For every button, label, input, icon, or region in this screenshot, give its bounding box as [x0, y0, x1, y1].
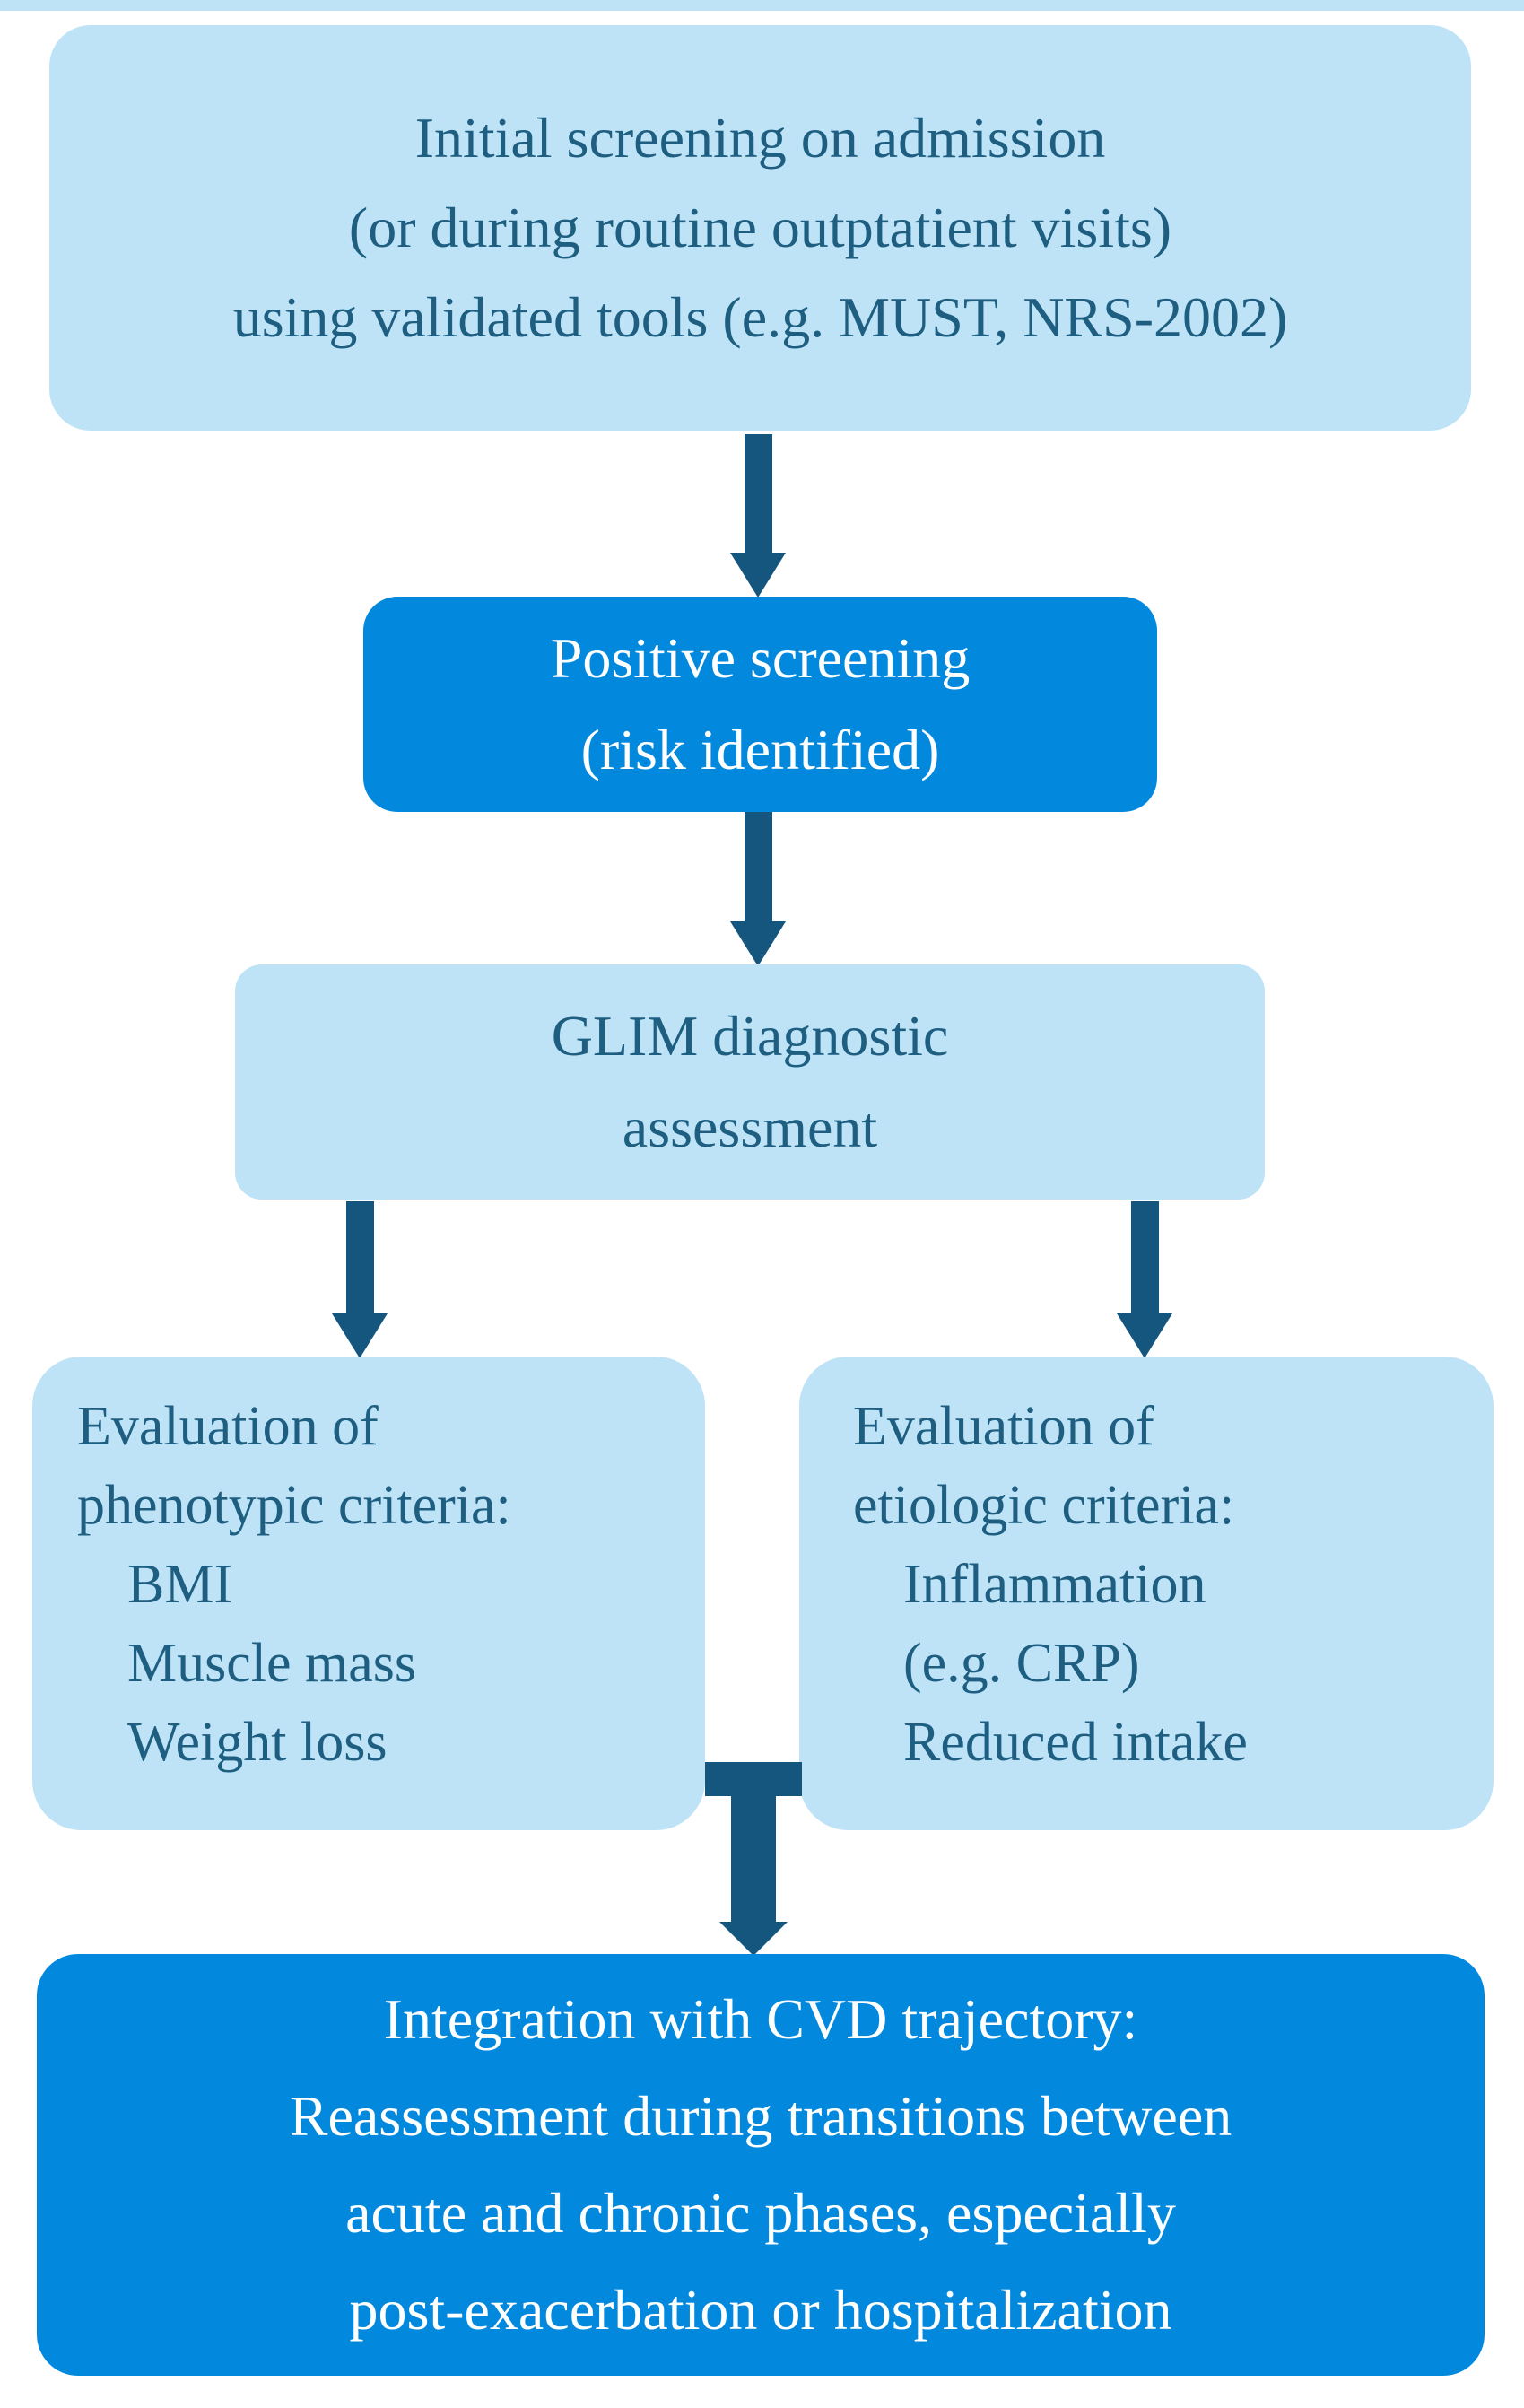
- top-border-strip: [0, 0, 1524, 11]
- node-text-line: using validated tools (e.g. MUST, NRS-20…: [232, 285, 1288, 349]
- node-text-line: post-exacerbation or hospitalization: [349, 2278, 1172, 2342]
- arrow-down-icon: [332, 1201, 388, 1358]
- node-text-line: etiologic criteria:: [853, 1475, 1235, 1536]
- node-text-line: assessment: [622, 1095, 878, 1159]
- node-text-line: Positive screening: [550, 626, 971, 690]
- merge-arrow-shaft: [731, 1762, 776, 1922]
- node-cvd-integration: Integration with CVD trajectory: Reasses…: [37, 1954, 1485, 2376]
- node-text-line: Reduced intake: [903, 1712, 1248, 1773]
- arrow-down-icon: [1117, 1201, 1172, 1358]
- arrow-shaft: [1130, 1201, 1159, 1313]
- arrow-shaft: [345, 1201, 374, 1313]
- arrow-down-icon: [730, 812, 786, 966]
- arrow-head: [730, 553, 786, 598]
- arrow-shaft: [744, 812, 772, 921]
- node-positive-screening: Positive screening (risk identified): [363, 597, 1157, 812]
- arrow-head: [332, 1313, 388, 1358]
- node-text-line: Initial screening on admission: [414, 106, 1106, 170]
- node-text-line: Weight loss: [127, 1712, 388, 1773]
- arrow-head: [719, 1922, 788, 1956]
- node-text-line: Integration with CVD trajectory:: [383, 1987, 1138, 2051]
- node-text-line: GLIM diagnostic: [551, 1004, 949, 1068]
- node-text-line: Evaluation of: [853, 1396, 1154, 1457]
- node-text-line: Reassessment during transitions between: [289, 2084, 1232, 2148]
- arrow-head: [730, 921, 786, 966]
- arrow-down-icon: [730, 434, 786, 598]
- node-text-line: (e.g. CRP): [903, 1633, 1140, 1694]
- node-text-line: Inflammation: [903, 1554, 1206, 1615]
- node-text-line: phenotypic criteria:: [77, 1475, 511, 1536]
- node-text-line: acute and chronic phases, especially: [345, 2181, 1176, 2245]
- node-initial-screening: Initial screening on admission (or durin…: [49, 25, 1471, 431]
- node-text-line: (risk identified): [580, 718, 940, 781]
- node-text-line: BMI: [127, 1554, 233, 1615]
- arrow-head: [1117, 1313, 1172, 1358]
- node-text-line: Muscle mass: [127, 1633, 417, 1694]
- arrow-shaft: [744, 434, 772, 553]
- node-glim-assessment: GLIM diagnostic assessment: [235, 964, 1265, 1200]
- node-text-line: (or during routine outptatient visits): [348, 196, 1172, 259]
- node-text-line: Evaluation of: [77, 1396, 379, 1457]
- node-phenotypic-criteria: Evaluation of phenotypic criteria: BMI M…: [32, 1357, 705, 1830]
- node-etiologic-criteria: Evaluation of etiologic criteria: Inflam…: [799, 1357, 1494, 1830]
